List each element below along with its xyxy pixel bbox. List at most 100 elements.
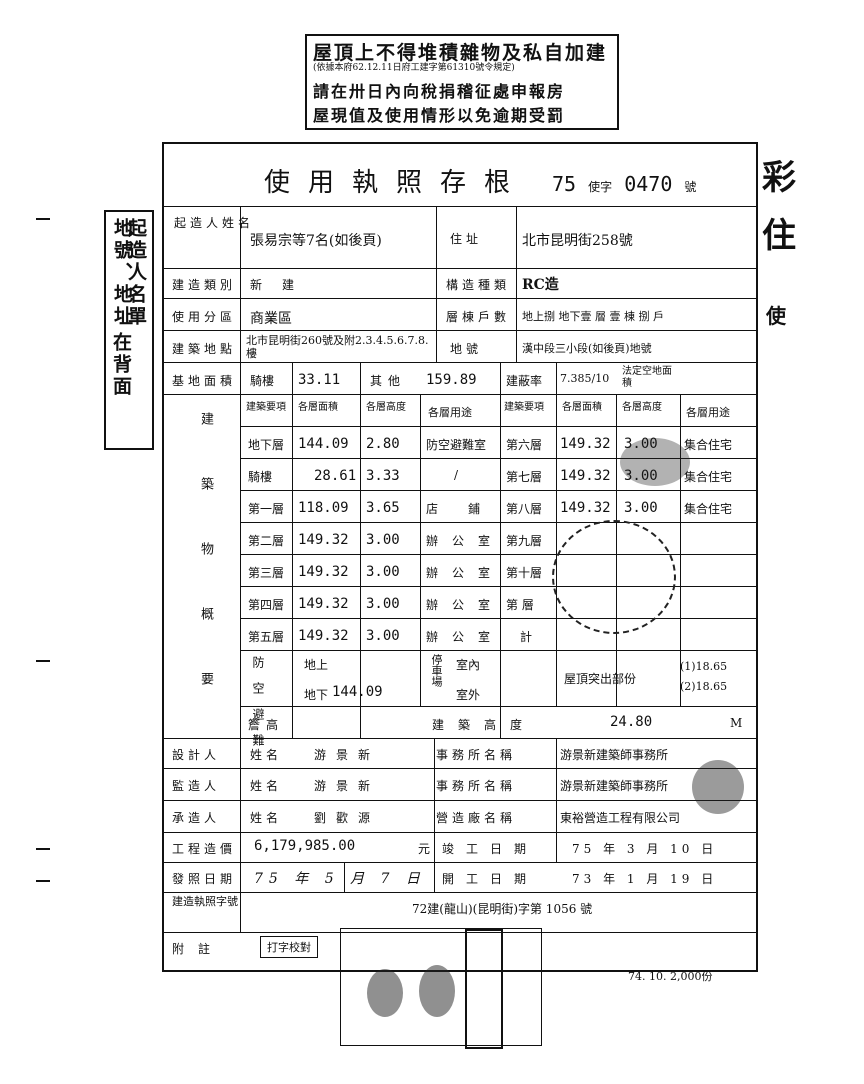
lot-value: 漢中段三小段(如後頁)地號 — [522, 342, 652, 355]
shelter-label: 防空避難 — [251, 656, 265, 760]
eave-label: 簷高 — [248, 718, 285, 732]
floor-name: 第五層 — [248, 630, 285, 644]
floor-area: 28.61 — [314, 468, 357, 484]
floor-use: 辦公室 — [426, 566, 505, 580]
approval-stamp-area — [340, 928, 542, 1049]
floor-name: 第一層 — [248, 502, 285, 516]
supervisor-office: 游景新建築師事務所 — [560, 779, 669, 793]
issue-value: 75 年 5 月 7 日 — [254, 871, 426, 887]
floor-area: 149.32 — [298, 532, 349, 548]
company-name: 東裕營造工程有限公司 — [560, 811, 681, 825]
floor-use: 辦公室 — [426, 630, 505, 644]
name-label: 姓名 — [250, 811, 283, 825]
office-label: 事務所名稱 — [436, 748, 517, 762]
signature-seal — [367, 969, 403, 1017]
parking-label: 停車場 — [430, 654, 443, 687]
floor-height: 3.33 — [366, 468, 400, 484]
floor-area: 144.09 — [298, 436, 349, 452]
license-word: 使字 — [588, 180, 613, 194]
seal-stamp — [552, 520, 676, 634]
shelter-below: 地下 — [304, 688, 329, 702]
floor-area: 149.32 — [298, 564, 349, 580]
floor-use: 防空避難室 — [426, 438, 487, 452]
permit-value: 72建(龍山)(昆明街)字第 1056 號 — [412, 902, 593, 916]
floors-value: 地上捌 地下壹 層 壹 棟 捌 戶 — [522, 310, 664, 323]
floor-name: 第四層 — [248, 598, 285, 612]
floor-area: 118.09 — [298, 500, 349, 516]
roof-1: (1)18.65 — [680, 660, 728, 673]
floor-height: 3.00 — [366, 628, 400, 644]
floor-area: 149.32 — [560, 468, 611, 484]
floor-name: 第七層 — [506, 470, 543, 484]
build-type-value: 新建 — [250, 278, 315, 292]
print-note: 74. 10. 2,000份 — [628, 970, 713, 983]
floor-name: 第 層 — [506, 598, 534, 612]
height-label: 建築高度 — [432, 718, 537, 732]
stamp-line-4: 屋現值及使用情形以免逾期受罰 — [313, 106, 566, 125]
margin-mark — [36, 880, 50, 882]
completion-value: 75 年 3 月 10 日 — [572, 842, 718, 856]
site-value: 北市昆明街260號及附2.3.4.5.6.7.8.樓 — [246, 334, 429, 360]
supervisor-label: 監造人 — [172, 779, 221, 793]
floor-use: 集合住宅 — [684, 470, 733, 484]
floor-height: 3.00 — [366, 564, 400, 580]
issue-label: 發照日期 — [172, 872, 237, 886]
form-title: 使用執照存根 — [264, 168, 529, 198]
owner-value: 張易宗等7名(如後頁) — [250, 233, 382, 249]
structure-value: RC造 — [522, 277, 559, 293]
col-header: 各層面積 — [562, 402, 602, 413]
address-value: 北市昆明街258號 — [522, 233, 633, 249]
coverage-label: 建蔽率 — [506, 374, 543, 388]
side-note-box: 起造人名單 地號、地址 在背面 — [104, 210, 154, 450]
floor-area: 149.32 — [298, 596, 349, 612]
proof-label: 打字校對 — [260, 936, 318, 958]
side-note-col-3: 在背面 — [110, 332, 132, 398]
name-label: 姓名 — [250, 748, 283, 762]
roof-2: (2)18.65 — [680, 680, 728, 693]
floor-height: 3.00 — [366, 596, 400, 612]
height-unit: M — [730, 716, 743, 730]
floor-use: 辦公室 — [426, 598, 505, 612]
floor-name: 第八層 — [506, 502, 543, 516]
floor-height: 3.00 — [366, 532, 400, 548]
floor-name: 計 — [520, 630, 533, 644]
other-area: 159.89 — [426, 372, 477, 388]
margin-mark — [36, 218, 50, 220]
permit-label: 建造執照字號 — [172, 895, 238, 908]
side-note-col-1: 起造人名單 — [125, 218, 147, 328]
floor-use: 集合住宅 — [684, 438, 733, 452]
address-label: 住址 — [450, 232, 483, 246]
stamp-line-2: (依據本府62.12.11日府工建字第61310號令規定) — [313, 63, 515, 73]
floor-area: 149.32 — [560, 436, 611, 452]
cost-unit: 元 — [418, 842, 431, 856]
roof-label: 屋頂突出部份 — [564, 672, 637, 686]
license-year: 75 — [552, 172, 577, 196]
floor-use: 辦公室 — [426, 534, 505, 548]
arcade-label: 騎樓 — [250, 374, 275, 388]
designer-name: 游景新 — [314, 748, 381, 762]
stamp-line-3: 請在卅日內向稅捐稽征處申報房 — [313, 82, 566, 101]
zone-label: 使用分區 — [172, 310, 237, 324]
floor-name: 第二層 — [248, 534, 285, 548]
margin-mark — [36, 848, 50, 850]
col-header: 各層用途 — [428, 406, 472, 419]
shelter-above: 地上 — [304, 658, 329, 672]
floor-height: 3.00 — [624, 500, 658, 516]
floor-height: 3.00 — [624, 468, 658, 484]
company-label: 營造廠名稱 — [436, 811, 517, 825]
floor-area: 149.32 — [560, 500, 611, 516]
floor-name: 第十層 — [506, 566, 543, 580]
parking-out: 室外 — [456, 688, 481, 702]
other-label: 其他 — [370, 374, 407, 388]
height-value: 24.80 — [610, 714, 653, 730]
supervisor-name: 游景新 — [314, 779, 381, 793]
structure-label: 構造種類 — [446, 278, 511, 292]
cost-label: 工程造價 — [172, 842, 237, 856]
edge-character: 彩 — [762, 158, 796, 198]
floors-label: 層棟戶數 — [446, 310, 511, 324]
name-label: 姓名 — [250, 779, 283, 793]
col-header: 各層高度 — [622, 402, 662, 413]
floor-name: 第九層 — [506, 534, 543, 548]
license-form: 使用執照存根 75 使字 0470 號 起造人姓名 張易宗等7名(如後頁) 住址… — [162, 142, 758, 972]
side-note-col-2: 地號、地址 — [111, 218, 133, 328]
